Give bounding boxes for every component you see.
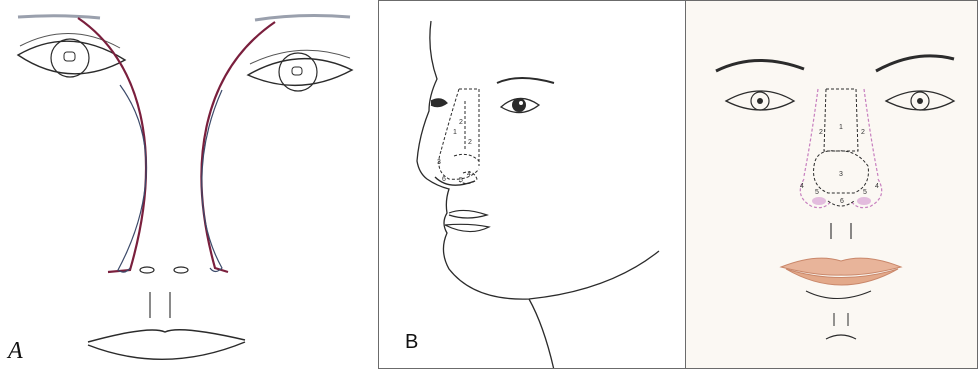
subunit-label: 1	[453, 129, 457, 136]
right-sidewall-red-curve	[202, 22, 276, 272]
right-nostril	[174, 267, 188, 273]
profile-face-sketch: 1 2 2 3 4 5 6	[379, 1, 686, 369]
chin-crease	[826, 335, 856, 339]
subunit-label: 4	[875, 183, 879, 190]
left-eye	[726, 91, 794, 110]
left-eyebrow	[18, 16, 100, 18]
right-sidewall-line	[202, 90, 222, 272]
chin-line	[806, 291, 871, 299]
neck-line	[529, 299, 554, 369]
profile-eye	[431, 99, 447, 107]
nostril-base	[435, 177, 475, 185]
subunit-label: 2	[459, 119, 463, 126]
upper-lip	[449, 210, 487, 218]
lower-lip	[88, 342, 245, 359]
right-eye	[248, 50, 352, 91]
panel-label-b: B	[405, 331, 418, 354]
panel-a: A	[0, 0, 378, 369]
subunit-label: 5	[459, 177, 463, 184]
subunit-label: 6	[442, 176, 446, 183]
right-nostril	[857, 197, 871, 205]
nasal-subunit-outlines	[800, 89, 881, 208]
subunit-label: 2	[861, 129, 865, 136]
panel-b: 1 2 2 3 4 5 6 B	[378, 0, 686, 369]
panel-label-a: A	[8, 338, 23, 365]
eyebrow	[497, 78, 554, 83]
philtrum	[831, 223, 851, 239]
left-eye	[18, 33, 125, 77]
subunit-label: 5	[863, 189, 867, 196]
subunit-label: 4	[800, 183, 804, 190]
left-nostril	[140, 267, 154, 273]
philtrum	[150, 292, 170, 318]
subunit-label: 2	[819, 129, 823, 136]
subunit-label: 3	[839, 171, 843, 178]
left-sidewall-red-curve	[78, 18, 146, 272]
right-eyebrow	[255, 16, 350, 20]
right-eye	[886, 91, 954, 110]
subunit-label: 3	[437, 159, 441, 166]
subunit-label: 2	[468, 139, 472, 146]
frontal-face-sketch	[0, 0, 378, 369]
left-sidewall-line	[118, 85, 146, 272]
chin-marks	[834, 313, 848, 326]
face-profile-contour	[417, 21, 659, 299]
upper-lip	[88, 330, 245, 342]
subunit-label: 4	[467, 171, 471, 178]
subunit-label: 5	[815, 189, 819, 196]
right-eyebrow	[876, 56, 954, 71]
subunit-label: 1	[839, 124, 843, 131]
panel-c: 1 2 2 3 4 4 5 5 6	[686, 0, 978, 369]
lower-lip	[445, 224, 489, 231]
left-eyebrow	[716, 60, 804, 71]
eye	[501, 98, 539, 113]
left-nostril	[812, 197, 826, 205]
subunit-label: 6	[840, 198, 844, 205]
frontal-subunit-sketch: 1 2 2 3 4 4 5 5 6	[686, 1, 978, 369]
